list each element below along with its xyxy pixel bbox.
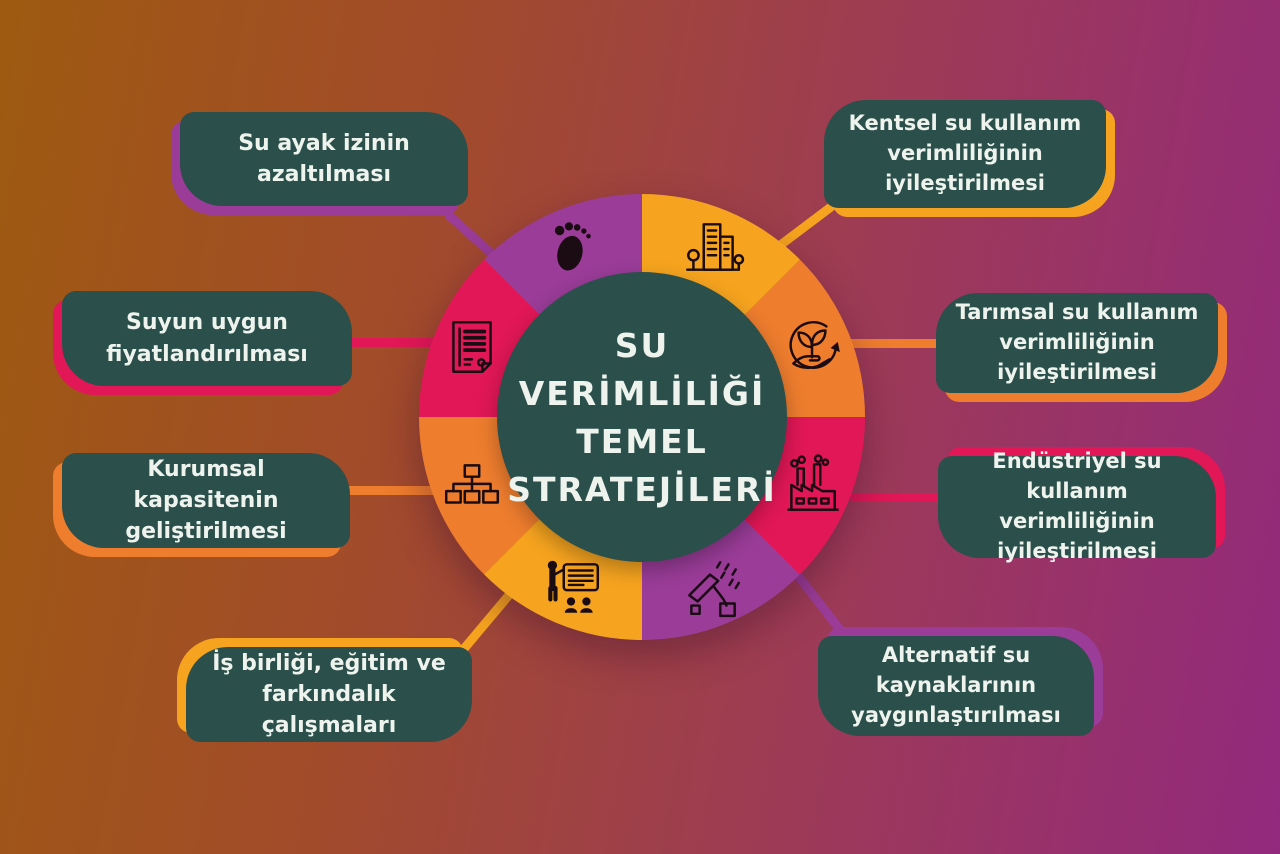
connector-tarimsal bbox=[845, 339, 947, 348]
presentation-icon bbox=[539, 554, 605, 620]
strategy-box-alternatif-su: Alternatif su kaynaklarının yaygınlaştır… bbox=[818, 636, 1094, 736]
footprint-icon bbox=[539, 214, 605, 280]
strategy-label: İş birliği, eğitim ve farkındalık çalışm… bbox=[212, 650, 446, 739]
plant-in-hand-icon bbox=[779, 314, 845, 380]
strategy-box-endustriyel: Endüstriyel su kullanım verimliliğinin i… bbox=[938, 449, 1216, 563]
strategy-label: Su ayak izinin azaltılması bbox=[238, 130, 410, 187]
strategy-label: Endüstriyel su kullanım verimliliğinin i… bbox=[992, 449, 1162, 563]
strategy-label: Suyun uygun fiyatlandırılması bbox=[106, 310, 308, 367]
center-title-circle: SU VERİMLİLİĞİ TEMEL STRATEJİLERİ bbox=[497, 272, 787, 562]
center-title-line: SU bbox=[614, 325, 670, 365]
connector-alternatif bbox=[790, 567, 854, 646]
strategy-box-kentsel: Kentsel su kullanım verimliliğinin iyile… bbox=[824, 100, 1106, 208]
connector-endustriyel bbox=[850, 493, 950, 502]
connector-is-birligi bbox=[456, 588, 516, 657]
strategy-box-su-ayak-izi: Su ayak izinin azaltılması bbox=[180, 112, 468, 206]
strategy-box-is-birligi: İş birliği, eğitim ve farkındalık çalışm… bbox=[186, 647, 472, 742]
strategy-label: Kurumsal kapasitenin geliştirilmesi bbox=[125, 456, 287, 545]
connector-suyun bbox=[340, 338, 458, 347]
factory-icon bbox=[779, 454, 845, 520]
strategy-box-tarimsal: Tarımsal su kullanım verimliliğinin iyil… bbox=[936, 293, 1218, 393]
strategy-label: Kentsel su kullanım verimliliğinin iyile… bbox=[848, 111, 1082, 195]
document-icon bbox=[439, 314, 505, 380]
center-title-line: TEMEL bbox=[576, 421, 708, 461]
strategy-label: Tarımsal su kullanım verimliliğinin iyil… bbox=[955, 300, 1199, 384]
strategy-label: Alternatif su kaynaklarının yaygınlaştır… bbox=[851, 643, 1061, 727]
center-title-line: STRATEJİLERİ bbox=[507, 469, 777, 509]
strategy-box-kurumsal: Kurumsal kapasitenin geliştirilmesi bbox=[62, 453, 350, 548]
strategy-box-suyun-fiyat: Suyun uygun fiyatlandırılması bbox=[62, 291, 352, 386]
center-title-line: VERİMLİLİĞİ bbox=[518, 373, 766, 413]
rainwater-harvest-icon bbox=[679, 554, 745, 620]
org-chart-icon bbox=[439, 454, 505, 520]
connector-kurumsal bbox=[340, 486, 458, 495]
city-buildings-icon bbox=[679, 214, 745, 280]
